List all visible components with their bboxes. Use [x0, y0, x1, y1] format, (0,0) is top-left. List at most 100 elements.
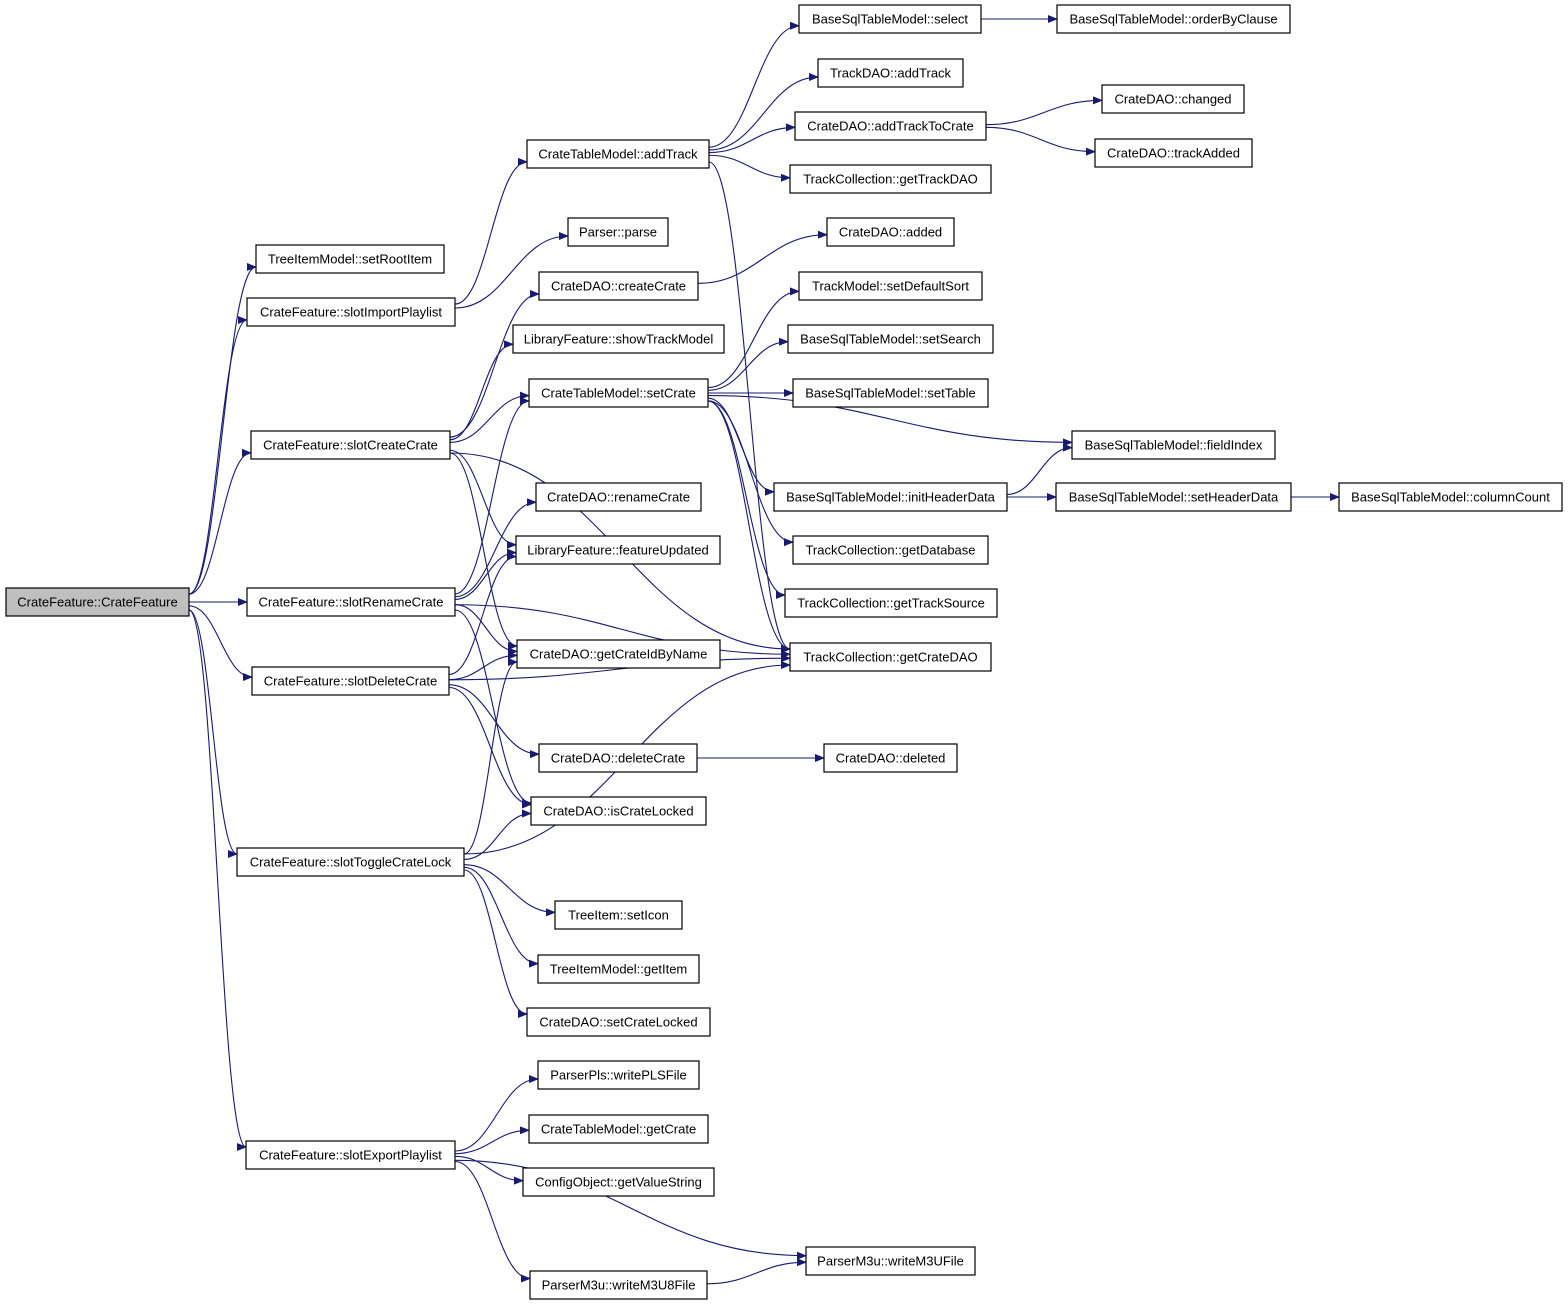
node-label: CrateFeature::slotRenameCrate [259, 595, 444, 610]
node-writePLSFile[interactable]: ParserPls::writePLSFile [537, 1060, 700, 1090]
node-setDefaultSort[interactable]: TrackModel::setDefaultSort [798, 271, 983, 301]
node-setTable[interactable]: BaseSqlTableModel::setTable [792, 378, 989, 408]
node-label: LibraryFeature::showTrackModel [524, 332, 714, 347]
node-box [787, 324, 994, 354]
node-box [528, 1114, 709, 1144]
node-featureUpdated[interactable]: LibraryFeature::featureUpdated [515, 535, 721, 565]
node-writeM3U8File[interactable]: ParserM3u::writeM3U8File [529, 1270, 708, 1300]
node-getCrateIdByName[interactable]: CrateDAO::getCrateIdByName [516, 639, 721, 669]
node-slotToggleCrateLock[interactable]: CrateFeature::slotToggleCrateLock [236, 847, 465, 877]
node-box [526, 139, 710, 169]
node-setRootItem[interactable]: TreeItemModel::setRootItem [255, 244, 445, 274]
edge-slotToggleCrateLock-to-setCrateLocked [463, 869, 528, 1018]
node-label: BaseSqlTableModel::initHeaderData [786, 490, 996, 505]
node-orderByClause[interactable]: BaseSqlTableModel::orderByClause [1056, 4, 1291, 34]
node-getTrackDAO[interactable]: TrackCollection::getTrackDAO [789, 164, 992, 194]
node-deleted[interactable]: CrateDAO::deleted [823, 743, 958, 773]
node-slotRenameCrate[interactable]: CrateFeature::slotRenameCrate [246, 587, 456, 617]
node-box [792, 535, 989, 565]
edge-slotCreateCrate-to-createCrate [449, 289, 540, 438]
node-label: CrateDAO::setCrateLocked [539, 1015, 697, 1030]
edge-slotRenameCrate-to-isCrateLocked [454, 609, 532, 807]
node-box [236, 847, 465, 877]
node-initHeaderData[interactable]: BaseSqlTableModel::initHeaderData [773, 482, 1008, 512]
node-setCrate[interactable]: CrateTableModel::setCrate [528, 378, 709, 408]
node-slotCreateCrate[interactable]: CrateFeature::slotCreateCrate [250, 430, 451, 460]
node-bsSelect[interactable]: BaseSqlTableModel::select [798, 4, 982, 34]
node-box [529, 1270, 708, 1300]
edge-setCrate-to-fieldIndex [707, 395, 1073, 447]
node-getCrate[interactable]: CrateTableModel::getCrate [528, 1114, 709, 1144]
node-setCrateLocked[interactable]: CrateDAO::setCrateLocked [526, 1007, 711, 1037]
node-box [789, 642, 992, 672]
edge-ctmAddTrack-to-getCrateDAO [708, 161, 791, 653]
edge-slotExportPlaylist-to-writeM3UFile [454, 1159, 807, 1260]
node-columnCount[interactable]: BaseSqlTableModel::columnCount [1338, 482, 1563, 512]
node-setSearch[interactable]: BaseSqlTableModel::setSearch [787, 324, 994, 354]
edge-setCrate-to-getDatabase [707, 400, 794, 547]
node-label: CrateFeature::slotImportPlaylist [260, 305, 442, 320]
node-box [538, 743, 698, 773]
node-getTrackSource[interactable]: TrackCollection::getTrackSource [784, 588, 998, 618]
node-label: Parser::parse [579, 225, 657, 240]
node-box [245, 1140, 456, 1170]
node-getValueString[interactable]: ConfigObject::getValueString [522, 1167, 715, 1197]
edge-createCrate-to-added [697, 230, 828, 284]
node-tdAddTrack[interactable]: TrackDAO::addTrack [817, 58, 964, 88]
node-label: CrateDAO::addTrackToCrate [807, 119, 973, 134]
node-addTrackToCrate[interactable]: CrateDAO::addTrackToCrate [794, 111, 987, 141]
node-box [250, 430, 451, 460]
node-fieldIndex[interactable]: BaseSqlTableModel::fieldIndex [1071, 430, 1276, 460]
node-added[interactable]: CrateDAO::added [826, 217, 955, 247]
node-getDatabase[interactable]: TrackCollection::getDatabase [792, 535, 989, 565]
node-root[interactable]: CrateFeature::CrateFeature [5, 587, 190, 617]
edge-slotDeleteCrate-to-isCrateLocked [448, 686, 532, 809]
edge-setCrate-to-getCrateDAO [707, 400, 791, 653]
node-label: BaseSqlTableModel::setSearch [800, 332, 981, 347]
node-label: TrackCollection::getTrackDAO [803, 172, 978, 187]
node-ctmAddTrack[interactable]: CrateTableModel::addTrack [526, 139, 710, 169]
node-box [251, 666, 450, 696]
node-box [792, 378, 989, 408]
node-getCrateDAO[interactable]: TrackCollection::getCrateDAO [789, 642, 992, 672]
node-deleteCrate[interactable]: CrateDAO::deleteCrate [538, 743, 698, 773]
node-label: CrateDAO::getCrateIdByName [530, 647, 708, 662]
node-createCrate[interactable]: CrateDAO::createCrate [538, 271, 699, 301]
node-label: TreeItemModel::setRootItem [268, 252, 432, 267]
node-label: CrateDAO::deleteCrate [551, 751, 685, 766]
node-isCrateLocked[interactable]: CrateDAO::isCrateLocked [530, 796, 707, 826]
edge-slotDeleteCrate-to-getCrateIdByName [448, 651, 518, 681]
node-getItem[interactable]: TreeItemModel::getItem [537, 954, 700, 984]
edge-slotCreateCrate-to-getCrateIdByName [449, 452, 518, 650]
edge-slotToggleCrateLock-to-getItem [463, 866, 539, 968]
node-changed[interactable]: CrateDAO::changed [1101, 84, 1245, 114]
node-setHeaderData[interactable]: BaseSqlTableModel::setHeaderData [1055, 482, 1292, 512]
node-showTrackModel[interactable]: LibraryFeature::showTrackModel [512, 324, 725, 354]
node-label: TrackDAO::addTrack [830, 66, 952, 81]
edge-root-to-slotExportPlaylist [188, 609, 247, 1151]
edge-slotCreateCrate-to-showTrackModel [449, 340, 514, 441]
node-slotExportPlaylist[interactable]: CrateFeature::slotExportPlaylist [245, 1140, 456, 1170]
node-trackAdded[interactable]: CrateDAO::trackAdded [1094, 138, 1253, 168]
node-parse[interactable]: Parser::parse [567, 217, 669, 247]
node-label: BaseSqlTableModel::fieldIndex [1085, 438, 1263, 453]
node-box [794, 111, 987, 141]
node-slotImportPlaylist[interactable]: CrateFeature::slotImportPlaylist [246, 297, 456, 327]
node-box [1338, 482, 1563, 512]
node-label: CrateFeature::slotCreateCrate [263, 438, 438, 453]
edge-slotCreateCrate-to-setCrate [449, 391, 530, 443]
node-writeM3UFile[interactable]: ParserM3u::writeM3UFile [805, 1246, 976, 1276]
node-label: TrackModel::setDefaultSort [812, 279, 969, 294]
node-slotDeleteCrate[interactable]: CrateFeature::slotDeleteCrate [251, 666, 450, 696]
edge-slotExportPlaylist-to-writePLSFile [454, 1075, 539, 1152]
node-label: CrateDAO::trackAdded [1107, 146, 1240, 161]
edge-slotImportPlaylist-to-ctmAddTrack [454, 157, 528, 305]
node-box [1094, 138, 1253, 168]
edge-slotToggleCrateLock-to-getCrateIdByName [463, 658, 518, 855]
node-setIcon[interactable]: TreeItem::setIcon [554, 900, 683, 930]
node-box [530, 796, 707, 826]
node-box [817, 58, 964, 88]
node-label: CrateDAO::added [839, 225, 942, 240]
node-renameCrate[interactable]: CrateDAO::renameCrate [535, 482, 702, 512]
edge-root-to-setRootItem [188, 263, 257, 595]
